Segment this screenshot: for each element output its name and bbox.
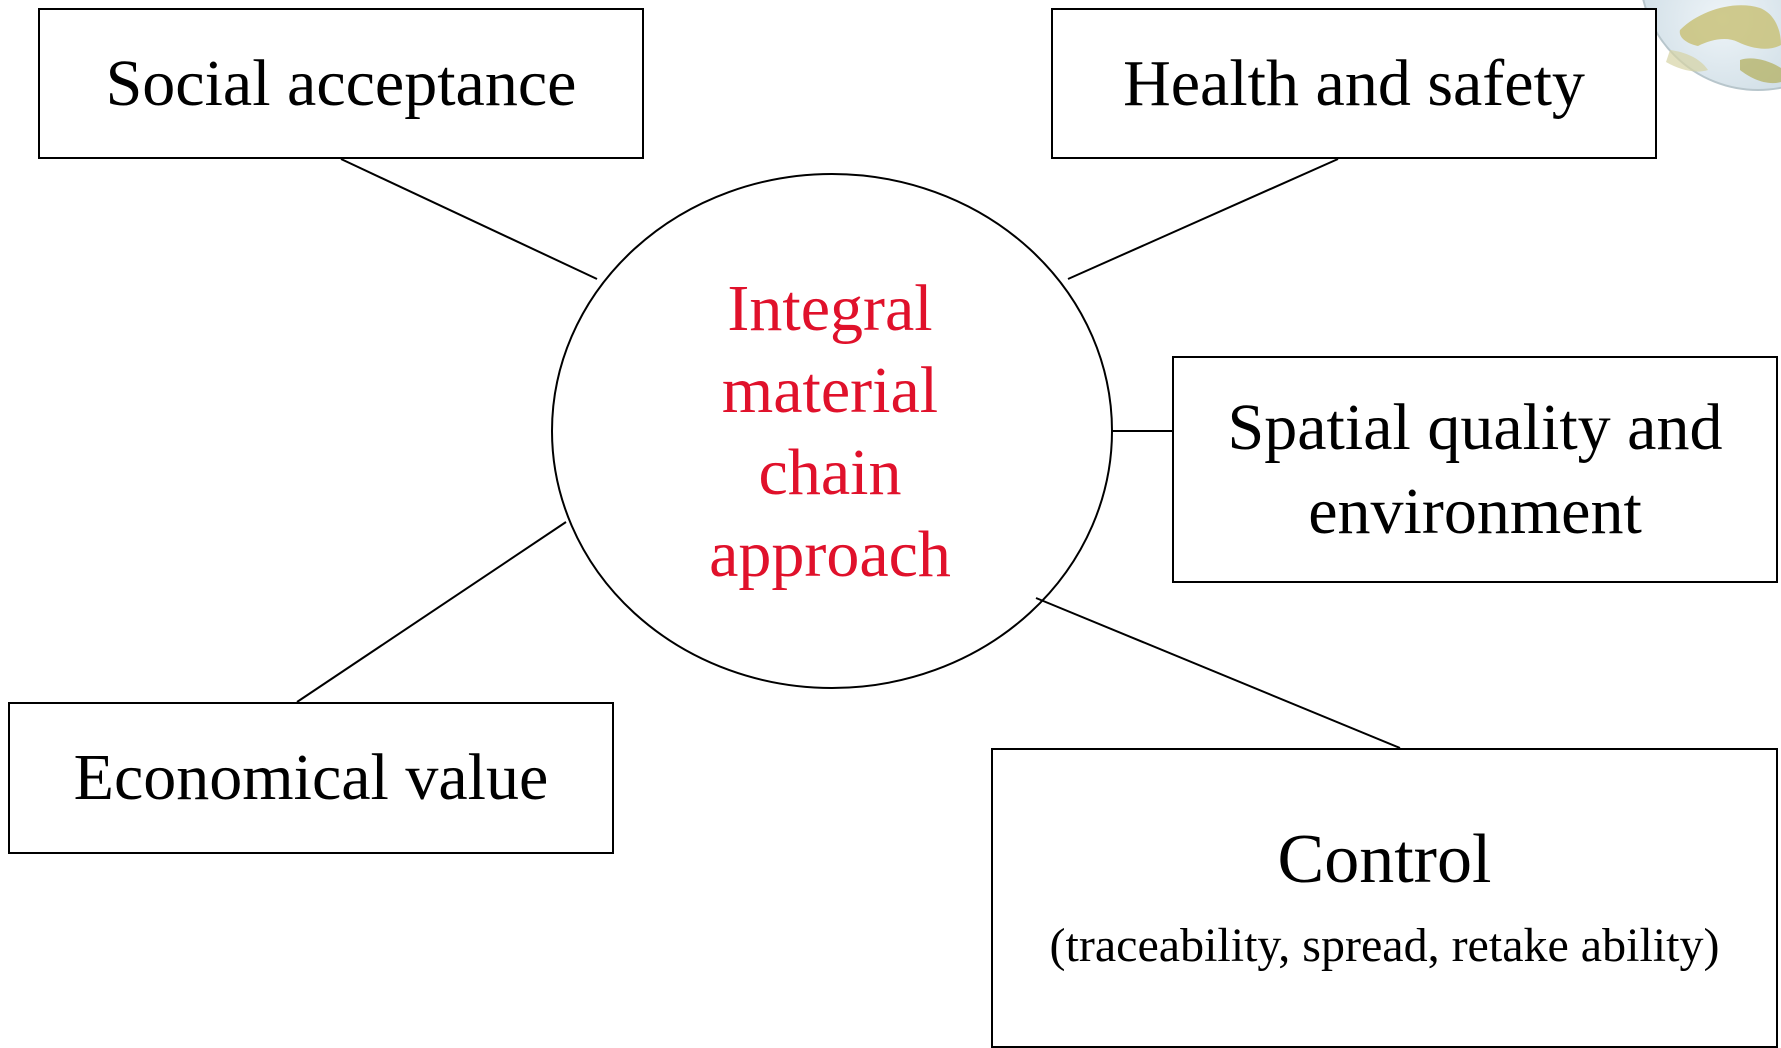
node-economical-value: Economical value (8, 702, 614, 854)
connector-social (340, 158, 598, 280)
node-label: Health and safety (1123, 46, 1585, 120)
node-spatial-quality: Spatial quality and environment (1172, 356, 1778, 583)
connector-health (1067, 158, 1339, 280)
node-health-and-safety: Health and safety (1051, 8, 1657, 159)
node-label: Control (1277, 821, 1492, 898)
node-control: Control (traceability, spread, retake ab… (991, 748, 1778, 1048)
globe-icon (1640, 0, 1781, 100)
hub-line: approach (709, 518, 951, 591)
hub-label: Integral material chain approach (630, 268, 1030, 596)
node-label: Social acceptance (105, 46, 577, 120)
node-label: Economical value (73, 741, 549, 814)
connector-economic (296, 521, 567, 703)
node-label-line: environment (1308, 474, 1642, 548)
hub-line: material (721, 354, 939, 427)
node-label-line: Spatial quality and (1227, 390, 1723, 464)
node-sublabel: (traceability, spread, retake ability) (1049, 919, 1720, 972)
hub-line: Integral (727, 272, 933, 345)
node-social-acceptance: Social acceptance (38, 8, 644, 159)
hub-line: chain (758, 436, 902, 509)
connector-control (1035, 597, 1401, 749)
